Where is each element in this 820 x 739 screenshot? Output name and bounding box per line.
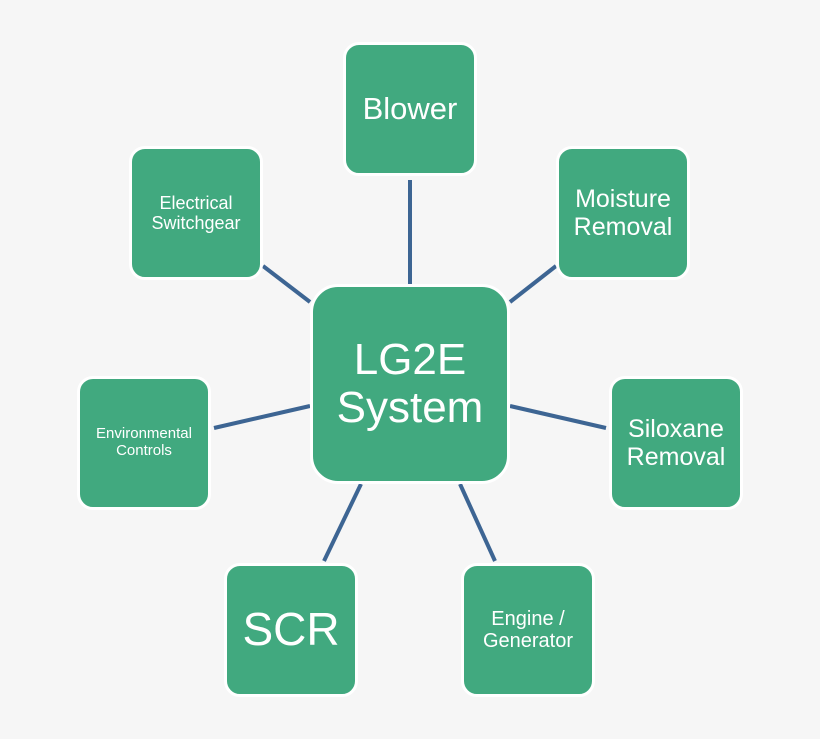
connector-siloxane-removal	[509, 404, 607, 430]
node-blower: Blower	[343, 42, 477, 176]
center-node-lg2e-system: LG2E System	[310, 284, 510, 484]
node-electrical-switchgear: Electrical Switchgear	[129, 146, 263, 280]
node-siloxane-removal: Siloxane Removal	[609, 376, 743, 510]
connector-environmental-controls	[213, 404, 311, 430]
node-environmental-controls: Environmental Controls	[77, 376, 211, 510]
node-engine-generator: Engine / Generator	[461, 563, 595, 697]
node-scr: SCR	[224, 563, 358, 697]
connector-electrical-switchgear	[261, 264, 312, 304]
node-moisture-removal: Moisture Removal	[556, 146, 690, 280]
connector-engine-generator	[458, 483, 497, 562]
connector-moisture-removal	[508, 264, 558, 304]
connector-scr	[322, 483, 363, 562]
